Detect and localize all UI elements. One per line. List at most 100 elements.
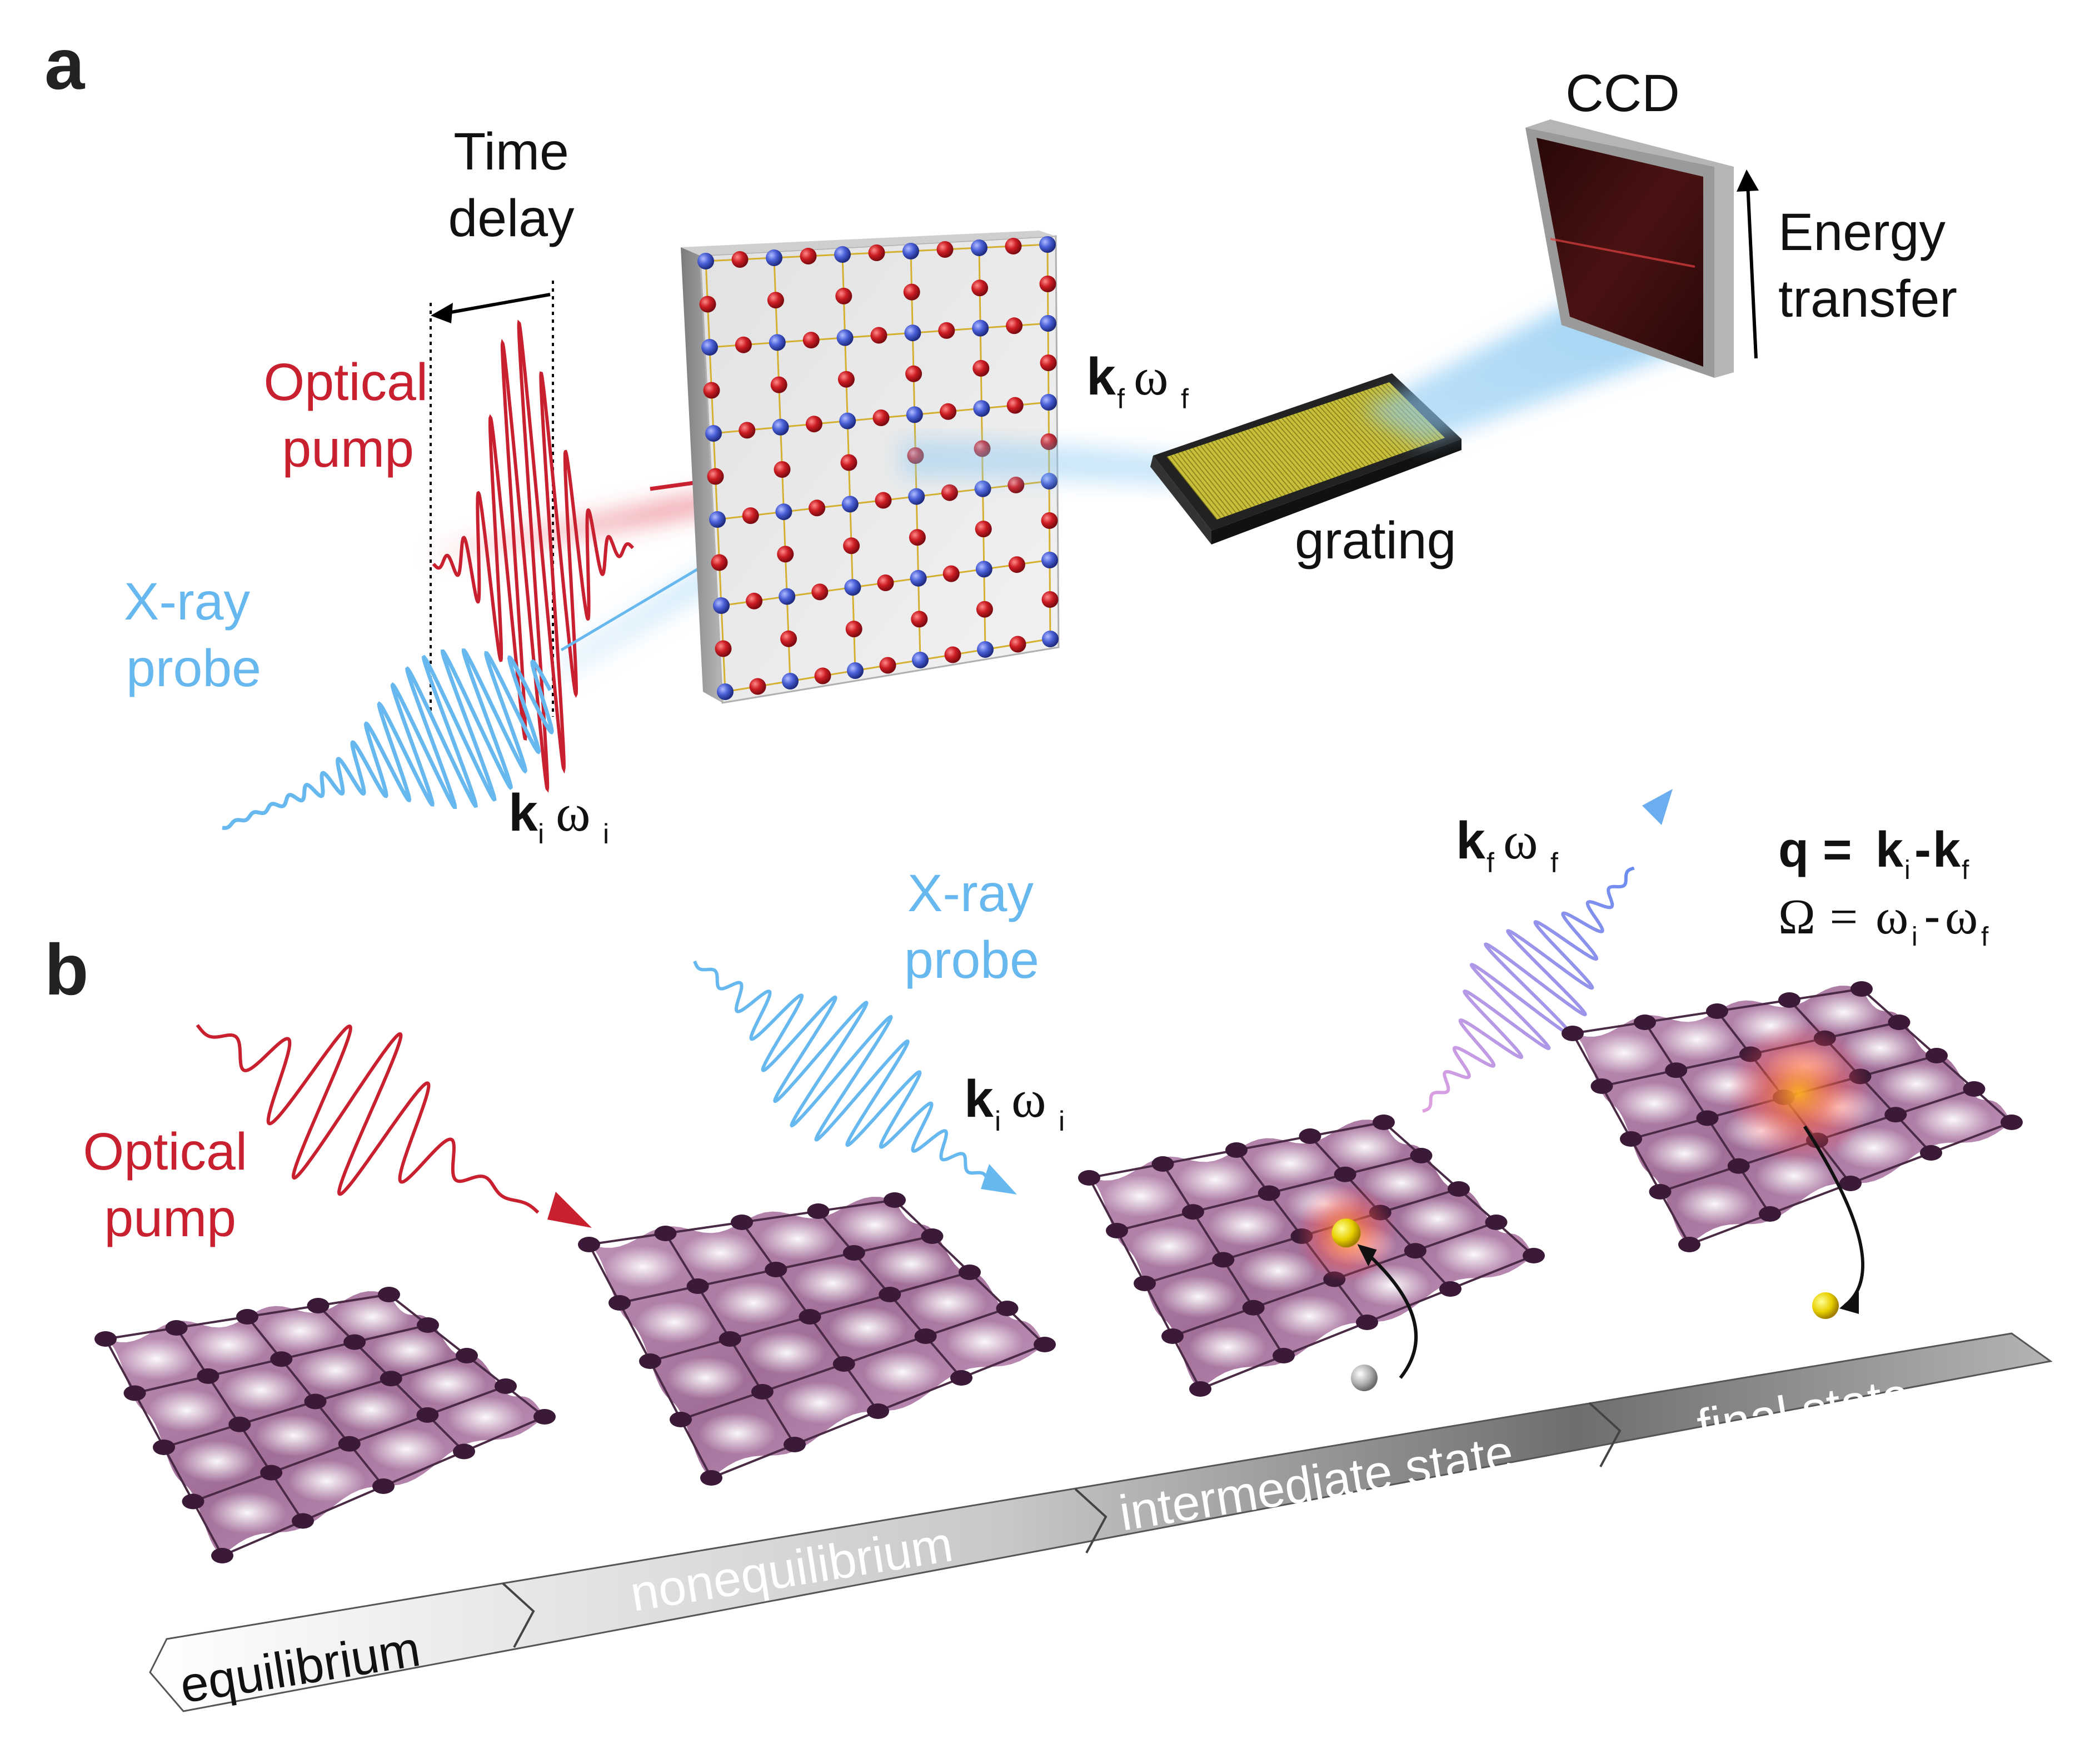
lattice-atom — [94, 1331, 117, 1347]
atom-red — [905, 365, 922, 382]
wf-symbol-b: ω — [1503, 811, 1538, 870]
atom-red — [809, 499, 826, 517]
panel-a-letter: a — [44, 23, 86, 104]
lattice-atom — [1839, 1176, 1862, 1191]
wi-symbol: ω — [556, 783, 591, 842]
lattice-atom — [700, 1470, 722, 1486]
lattice-atom — [751, 1384, 774, 1400]
lattice-atom — [1562, 1026, 1584, 1041]
atom-red — [800, 248, 817, 264]
lattice-sheets — [94, 981, 2023, 1563]
energy-transfer-equation: Ω = ω i - ω f — [1778, 889, 1989, 952]
lattice-atom — [842, 1245, 865, 1261]
lattice-atom — [1665, 1062, 1688, 1078]
q-kf: k — [1933, 822, 1961, 878]
atom-blue — [701, 339, 718, 356]
atom-red — [1006, 397, 1024, 414]
lattice-atom — [228, 1416, 251, 1432]
pump-arrowhead-b — [547, 1192, 592, 1228]
lattice-atom — [343, 1334, 366, 1350]
lattice-atom — [1299, 1128, 1321, 1144]
lattice-atom — [338, 1436, 361, 1452]
lattice-atom — [879, 1287, 901, 1302]
atom-red — [942, 565, 960, 582]
atom-blue — [1041, 552, 1058, 568]
q-equals: = — [1809, 822, 1866, 878]
lattice-atom — [719, 1331, 741, 1347]
lattice-atom — [211, 1548, 233, 1563]
q-ki-sub: i — [1904, 856, 1911, 885]
lattice-atom — [1448, 1181, 1470, 1197]
atom-red — [770, 376, 787, 393]
lattice-atom — [1181, 1204, 1204, 1220]
probe-arrowhead-b — [981, 1164, 1017, 1195]
atom-blue — [847, 662, 864, 679]
lattice-atom — [1888, 1015, 1911, 1030]
grating-label: grating — [1295, 511, 1456, 570]
lattice-atom — [416, 1407, 439, 1423]
pump-pulse-wave-b — [196, 1024, 540, 1214]
lattice-atom — [670, 1412, 692, 1427]
lattice-atom — [1134, 1276, 1156, 1291]
lattice-atom — [1620, 1131, 1642, 1147]
atom-blue — [713, 597, 730, 614]
wf-subscript: f — [1181, 383, 1189, 414]
lattice-atom — [1212, 1252, 1235, 1268]
optical-pump-b-line2: pump — [104, 1189, 236, 1248]
atom-red — [711, 554, 728, 571]
kf-wf-label-a: k f ω f — [1086, 347, 1189, 414]
lattice-atom — [2001, 1115, 2023, 1130]
lattice-atom — [1242, 1300, 1265, 1316]
atom-blue — [766, 249, 782, 266]
sample-crystal — [681, 231, 1060, 704]
probe-pulse-wave-b — [693, 960, 990, 1182]
lattice-atom — [1106, 1223, 1128, 1238]
lattice-atom — [784, 1437, 806, 1452]
lattice-atom — [1678, 1237, 1700, 1252]
relaxation-glow — [1727, 1021, 1872, 1166]
momentum-transfer-equation: q = k i - k f — [1778, 822, 1969, 885]
kf-symbol: k — [1086, 347, 1116, 406]
atom-red — [872, 409, 890, 426]
lattice-atom — [1920, 1145, 1942, 1161]
atom-red — [1041, 512, 1058, 529]
energy-transfer-label-line2: transfer — [1778, 269, 1957, 328]
lattice-atom — [1356, 1315, 1378, 1330]
atom-blue — [908, 488, 925, 505]
lattice-atom — [959, 1265, 981, 1280]
atom-red — [870, 327, 887, 344]
omega-minus: - — [1924, 889, 1954, 945]
lattice-atom — [1778, 992, 1800, 1008]
atom-red — [938, 322, 955, 339]
atom-blue — [836, 329, 854, 346]
lattice-atom — [807, 1203, 830, 1219]
ki-subscript: i — [538, 818, 544, 849]
atom-red — [941, 484, 958, 501]
panel-b-letter: b — [44, 929, 88, 1010]
lattice-atom — [921, 1228, 944, 1244]
atom-red — [1039, 276, 1056, 292]
atom-red — [767, 292, 784, 309]
lattice-atom — [1161, 1328, 1184, 1344]
lattice-atom — [884, 1192, 906, 1208]
kf-symbol-b: k — [1456, 811, 1485, 870]
ki-wi-label-a: k i ω i — [508, 783, 609, 849]
atom-red — [739, 422, 756, 439]
lattice-atom — [182, 1493, 204, 1510]
atom-red — [971, 279, 989, 297]
lattice-atom — [914, 1328, 937, 1344]
atom-red — [805, 416, 822, 433]
lattice-atom — [1634, 1015, 1656, 1030]
lattice-atom — [1963, 1081, 1986, 1097]
atom-red — [975, 521, 992, 538]
scattered-pulse-wave-b — [1422, 866, 1635, 1113]
lattice-atom — [1590, 1078, 1613, 1094]
atom-red — [1006, 317, 1023, 334]
lattice-atom — [197, 1368, 220, 1384]
atom-red — [972, 359, 990, 377]
optical-pump-label-line2: pump — [282, 419, 414, 478]
lattice-atom — [654, 1226, 677, 1241]
q-symbol: q — [1778, 822, 1809, 878]
lattice-atom — [1649, 1184, 1672, 1200]
